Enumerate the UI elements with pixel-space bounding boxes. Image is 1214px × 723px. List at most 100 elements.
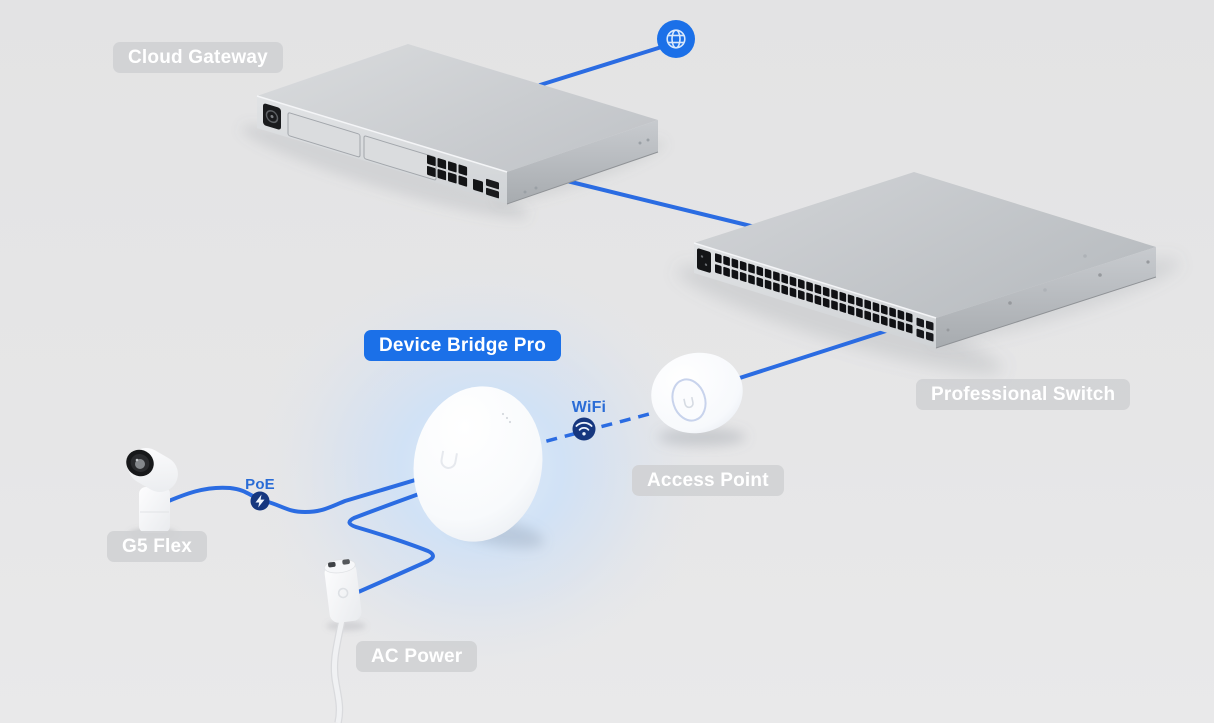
rj45-port — [822, 297, 830, 308]
gateway-right-face — [507, 120, 658, 204]
rj45-port — [897, 320, 905, 331]
bridge-disc — [413, 386, 543, 542]
adapter-cord — [331, 619, 345, 723]
rj45-port — [889, 307, 896, 318]
rj45-port — [739, 260, 747, 272]
ac-power-adapter — [324, 559, 362, 723]
bridge-vents — [501, 412, 512, 424]
ap-ring — [671, 378, 707, 422]
rj45-port — [723, 255, 730, 266]
switch-right-face — [936, 247, 1156, 348]
rj45-port — [764, 279, 772, 290]
rj45-port — [427, 165, 436, 178]
rj45-port — [789, 276, 797, 287]
switch-power-inlet — [697, 248, 711, 273]
rj45-port — [448, 161, 457, 173]
adapter-logo — [337, 587, 349, 599]
switch-side-bottom-edge — [935, 276, 1157, 349]
gateway-sfp-port — [486, 187, 499, 199]
gateway-front-edge-highlight — [256, 95, 508, 173]
device-bridge-pro-device — [413, 386, 543, 542]
gateway-screws — [523, 138, 650, 194]
switch-inlet-pin — [704, 263, 708, 266]
g5-flex-camera — [126, 448, 178, 533]
rj45-port — [881, 315, 888, 326]
poe-bolt-icon — [250, 491, 270, 511]
rj45-port — [814, 295, 822, 306]
rj45-port — [856, 297, 863, 308]
rj45-port — [847, 305, 855, 316]
rj45-port — [756, 266, 764, 277]
link-switch-ap — [722, 329, 888, 385]
label-poe: PoE — [245, 476, 275, 493]
rj45-port — [731, 269, 739, 280]
switch-sfp-port — [926, 320, 934, 331]
gateway-top-face — [257, 44, 658, 172]
poe-bolt — [255, 494, 265, 508]
adapter-port — [328, 561, 336, 568]
rj45-port — [739, 271, 747, 283]
rj45-port — [831, 289, 838, 300]
rj45-port — [756, 277, 764, 288]
globe-icon — [657, 20, 695, 58]
switch-top-face — [694, 172, 1156, 318]
wifi-circle — [572, 417, 596, 441]
link-gateway-switch — [565, 179, 757, 229]
label-cloud-gateway: Cloud Gateway — [113, 42, 283, 73]
rj45-port — [831, 300, 838, 311]
rj45-port — [864, 299, 871, 310]
cloud-gateway-device — [256, 44, 659, 205]
rj45-port — [905, 323, 913, 334]
gateway-front-details — [263, 103, 499, 199]
rj45-port — [715, 264, 722, 275]
link-ap-bridge-wifi — [527, 406, 673, 448]
rj45-port — [458, 164, 468, 176]
label-ac-power: AC Power — [356, 641, 478, 672]
rj45-port — [872, 302, 880, 313]
rj45-port — [864, 310, 871, 321]
connections — [162, 43, 888, 595]
label-g5-flex: G5 Flex — [107, 531, 208, 562]
globe-glyph — [666, 29, 686, 49]
professional-switch-device — [693, 172, 1157, 349]
camera-body — [139, 487, 170, 533]
switch-rj45-ports — [715, 253, 913, 334]
wifi-icon — [572, 417, 596, 441]
ap-u-logo — [683, 396, 694, 409]
adapter-body-group — [324, 559, 362, 623]
rj45-port — [723, 266, 730, 277]
access-point-device — [651, 352, 743, 434]
wifi-dot — [582, 432, 586, 436]
switch-front-edge-highlight — [693, 242, 937, 319]
rj45-port — [789, 287, 797, 298]
rj45-port — [839, 302, 847, 313]
switch-sfp-port — [926, 331, 934, 342]
switch-screws — [946, 254, 1150, 332]
gateway-power-pin — [270, 114, 274, 119]
label-access-point: Access Point — [632, 465, 784, 496]
gateway-drive-bay — [363, 135, 437, 181]
rj45-port — [905, 312, 913, 323]
switch-front-details — [697, 248, 934, 342]
rj45-port — [427, 154, 436, 167]
rj45-port — [715, 253, 722, 264]
link-gateway-internet — [538, 43, 670, 87]
rj45-port — [748, 263, 755, 274]
gateway-power-ring — [265, 110, 279, 124]
rj45-port — [822, 286, 830, 297]
rj45-port — [798, 279, 805, 290]
switch-sfp-port — [916, 328, 924, 339]
link-acpower-bridge — [347, 488, 435, 595]
rj45-port — [458, 175, 468, 187]
adapter-port — [342, 559, 350, 565]
rj45-port — [748, 274, 755, 285]
rj45-port — [448, 172, 457, 184]
rj45-port — [839, 291, 847, 302]
rj45-port — [437, 169, 447, 181]
rj45-port — [897, 309, 905, 320]
camera-lens-core — [135, 459, 145, 469]
rj45-port — [781, 273, 789, 284]
rj45-port — [881, 304, 888, 315]
